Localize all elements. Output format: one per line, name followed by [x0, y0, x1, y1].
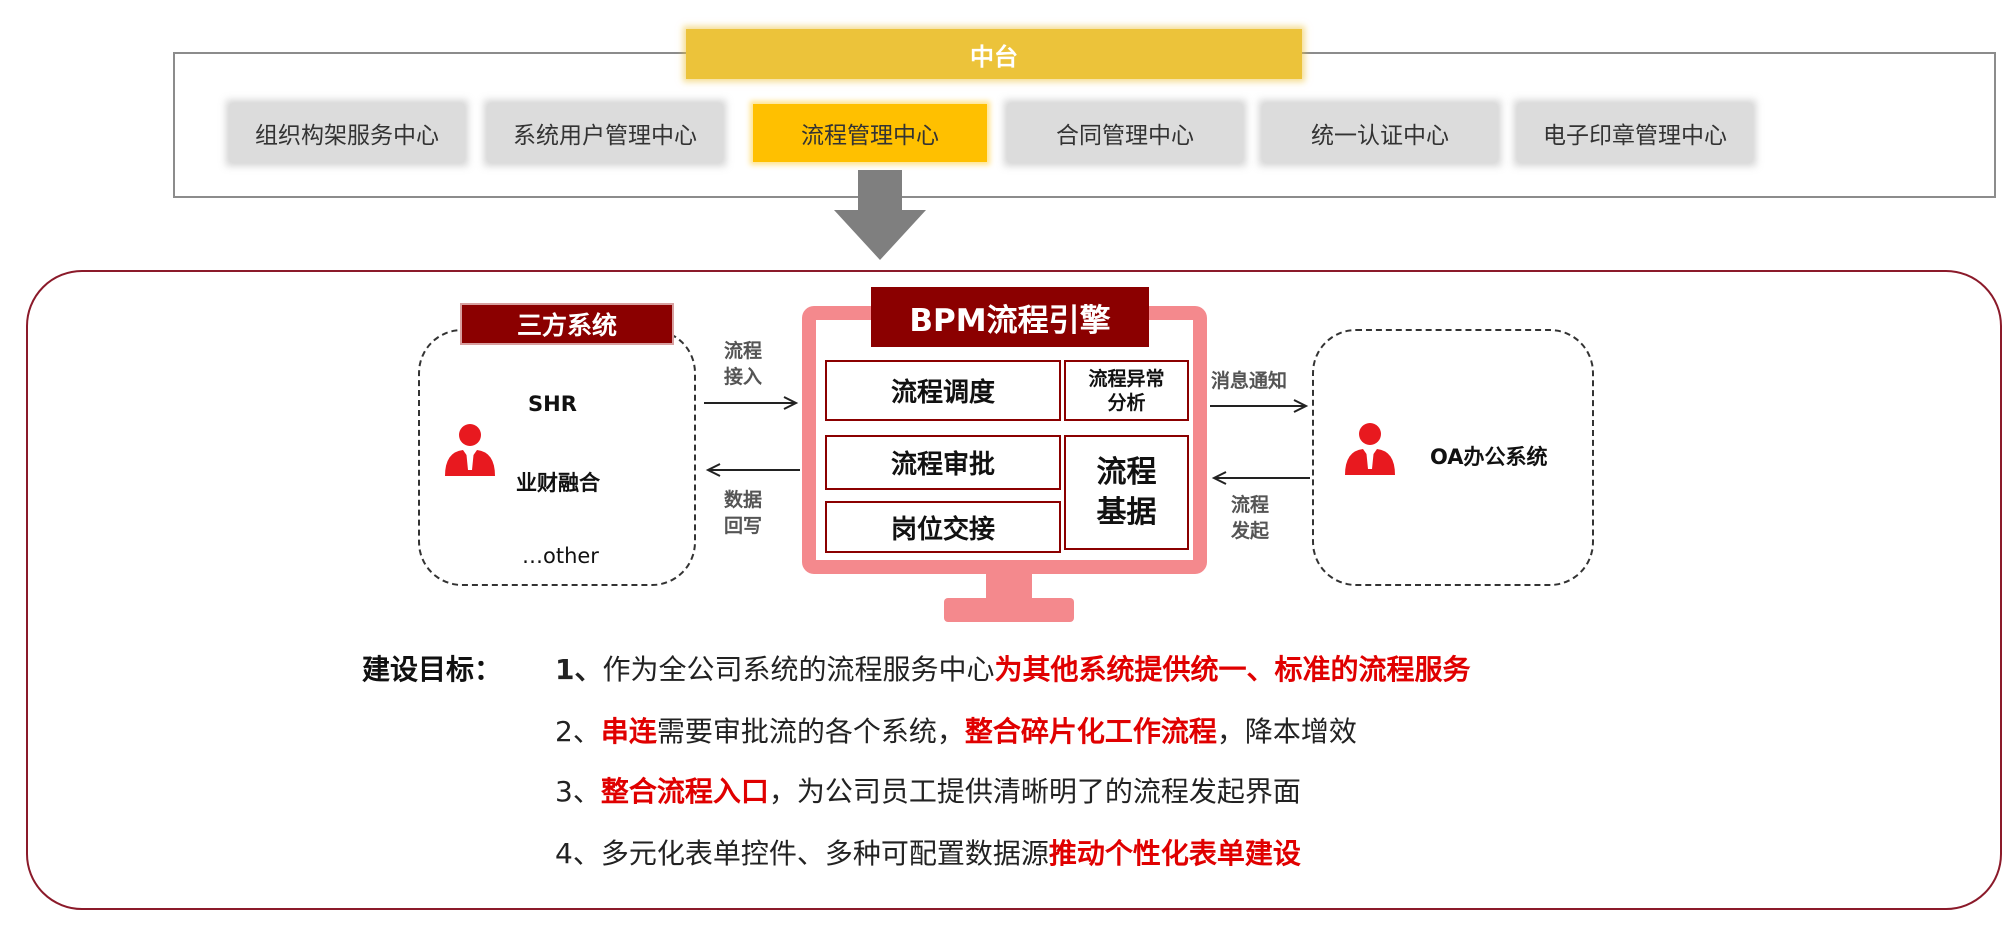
module-unified-auth: 统一认证中心: [1263, 104, 1497, 162]
arrow-label-process-access: 流程接入: [724, 340, 763, 388]
goal-item-4: 4、多元化表单控件、多种可配置数据源推动个性化表单建设: [555, 837, 1301, 870]
left-arrow-icon: [705, 463, 800, 477]
architecture-frame: [26, 270, 2002, 910]
person-icon: [1345, 423, 1395, 475]
module-org-structure: 组织构架服务中心: [230, 104, 464, 162]
bpm-cell-approval: 流程审批: [825, 435, 1061, 490]
arrow-label-process-initiate: 流程发起: [1231, 494, 1270, 542]
monitor-stand: [944, 572, 1074, 622]
goals-title: 建设目标：: [362, 653, 503, 686]
third-party-item-shr: SHR: [528, 392, 577, 416]
third-party-item-other: …other: [522, 544, 599, 568]
platform-header: 中台: [686, 29, 1302, 79]
third-party-label: 三方系统: [460, 303, 674, 345]
right-arrow-icon: [704, 396, 799, 410]
bpm-cell-base-data: 流程基据: [1064, 435, 1189, 550]
left-arrow-icon: [1211, 471, 1310, 485]
arrow-label-message-notify: 消息通知: [1211, 370, 1288, 392]
module-contract: 合同管理中心: [1008, 104, 1242, 162]
right-arrow-icon: [1210, 399, 1309, 413]
oa-system-box: [1312, 329, 1594, 586]
goal-item-1: 1、作为全公司系统的流程服务中心为其他系统提供统一、标准的流程服务: [555, 653, 1471, 686]
module-system-user: 系统用户管理中心: [488, 104, 722, 162]
goal-item-3: 3、整合流程入口，为公司员工提供清晰明了的流程发起界面: [555, 775, 1301, 808]
goal-item-2: 2、串连需要审批流的各个系统，整合碎片化工作流程，降本增效: [555, 715, 1357, 748]
module-process-management: 流程管理中心: [753, 104, 987, 162]
bpm-cell-exception-analysis: 流程异常分析: [1064, 360, 1189, 421]
down-arrow-icon: [834, 170, 926, 260]
oa-system-label: OA办公系统: [1430, 445, 1548, 469]
arrow-label-data-writeback: 数据回写: [724, 489, 763, 537]
module-e-seal: 电子印章管理中心: [1518, 104, 1752, 162]
person-icon: [445, 424, 495, 476]
third-party-item-finance: 业财融合: [516, 471, 600, 495]
bpm-engine-title: BPM流程引擎: [871, 287, 1149, 347]
bpm-cell-dispatch: 流程调度: [825, 360, 1061, 421]
bpm-cell-handover: 岗位交接: [825, 501, 1061, 553]
